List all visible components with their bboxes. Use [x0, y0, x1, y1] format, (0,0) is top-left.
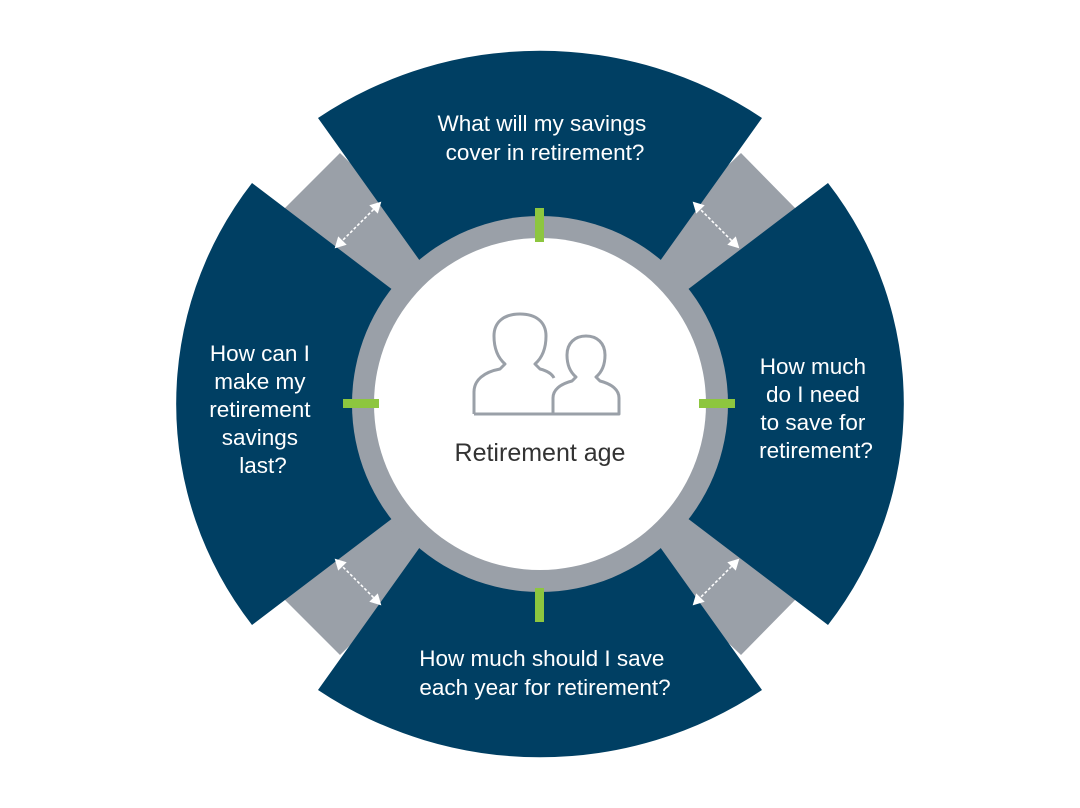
- segment-label-right-line: How much: [760, 354, 866, 379]
- segment-top: [318, 50, 762, 268]
- center-circle: [374, 238, 706, 570]
- ring-ticks: [343, 208, 735, 622]
- segment-bottom: [318, 540, 762, 758]
- connector-arrows: [334, 201, 740, 606]
- segment-label-right-line: to save for: [760, 410, 866, 435]
- segments: [176, 50, 904, 758]
- segment-label-left: How can I make my retirement savings las…: [209, 341, 317, 478]
- segment-label-left-line: make my: [214, 369, 306, 394]
- double-arrow-icon: [692, 201, 740, 249]
- segment-label-top-line: cover in retirement?: [446, 140, 645, 165]
- double-arrow-icon: [334, 558, 382, 606]
- segment-label-left-line: last?: [239, 453, 287, 478]
- segment-label-top-line: What will my savings: [437, 111, 646, 136]
- double-arrow-icon: [692, 558, 740, 606]
- segment-label-bottom-line: How much should I save: [419, 646, 664, 671]
- tick-right: [699, 399, 735, 408]
- person-small-icon: [551, 334, 621, 416]
- segment-label-right: How much do I need to save for retiremen…: [759, 354, 873, 463]
- double-arrow-icon: [334, 201, 382, 249]
- segment-label-top: What will my savings cover in retirement…: [437, 111, 652, 165]
- segment-label-left-line: How can I: [210, 341, 310, 366]
- segment-label-bottom: How much should I save each year for ret…: [419, 646, 670, 700]
- segment-left: [176, 183, 410, 625]
- tick-left: [343, 399, 379, 408]
- segment-right: [670, 183, 904, 625]
- tick-bottom: [535, 588, 544, 622]
- segment-label-left-line: retirement: [209, 397, 311, 422]
- segment-label-left-line: savings: [222, 425, 298, 450]
- center-label: Retirement age: [455, 439, 626, 467]
- segment-label-right-line: retirement?: [759, 438, 873, 463]
- segment-label-bottom-line: each year for retirement?: [419, 675, 670, 700]
- segment-label-right-line: do I need: [766, 382, 860, 407]
- two-people-icon: [472, 312, 621, 416]
- tick-top: [535, 208, 544, 242]
- person-large-icon: [472, 312, 556, 414]
